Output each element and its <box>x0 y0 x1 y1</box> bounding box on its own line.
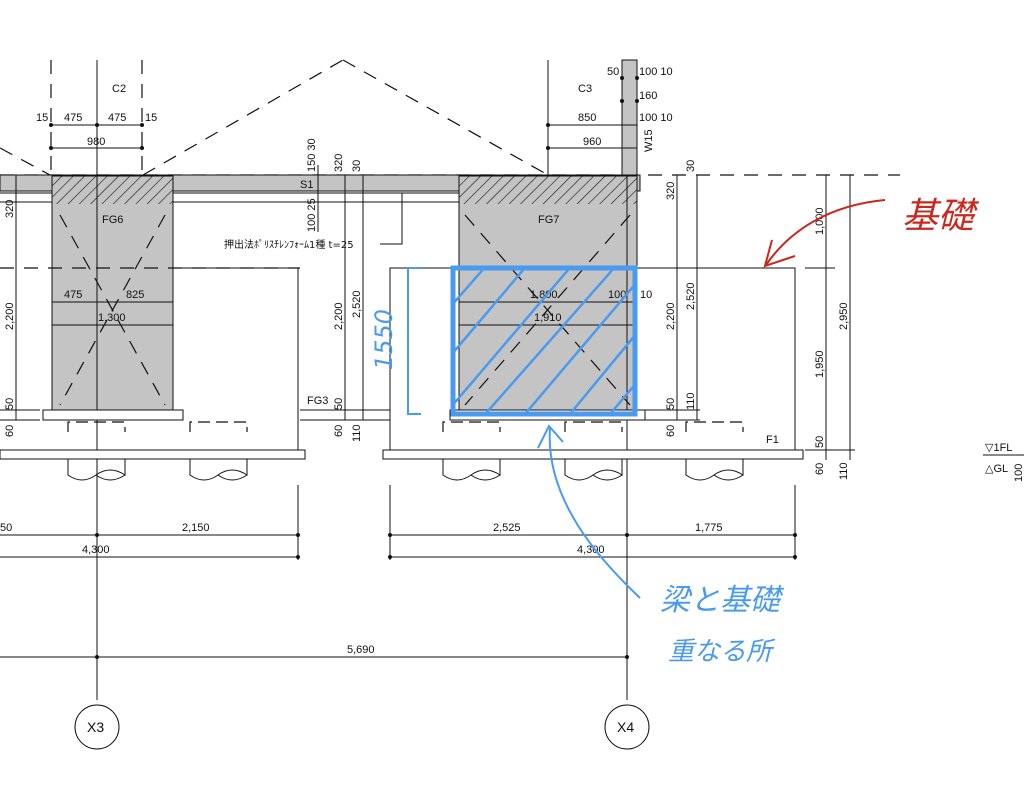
dim-label: 4,300 <box>82 544 110 556</box>
dim-label: 475 <box>64 112 82 124</box>
dim-label: 100 25 <box>306 198 318 232</box>
dim-label: 1,775 <box>695 522 723 534</box>
column-label-c3: C3 <box>578 83 592 95</box>
column-label-c2: C2 <box>112 83 126 95</box>
handwritten-dimension: 1550 <box>370 309 398 370</box>
dim-label: 110 <box>838 462 850 480</box>
dim-label: 150 30 <box>306 138 318 172</box>
dim-label: 2,150 <box>182 522 210 534</box>
dim-label: 2,525 <box>493 522 521 534</box>
beam-label-fg6: FG6 <box>102 214 123 226</box>
dim-label: 30 <box>685 160 697 172</box>
dim-label: 110 <box>351 424 363 442</box>
dim-label: 2,520 <box>685 282 697 310</box>
dim-label: 1,300 <box>98 312 126 324</box>
red-arrow-icon <box>765 199 886 266</box>
dim-label: 2,200 <box>665 302 677 330</box>
dim-label: 850 <box>578 112 596 124</box>
dim-label: 15 <box>145 112 157 124</box>
dim-label: 475 <box>64 289 82 301</box>
wall-label-w15: W15 <box>643 129 655 152</box>
dim-label: 15 <box>36 112 48 124</box>
dim-label: 60 <box>665 425 677 437</box>
handwritten-note-foundation: 基礎 <box>902 196 980 237</box>
dim-label: 50 <box>665 398 677 410</box>
dim-label: 50 <box>333 398 345 410</box>
beam-fg7: FG7 1,800 100 10 1,910 <box>449 175 652 700</box>
dim-label: 100 <box>608 289 626 301</box>
beam-label-fg7: FG7 <box>538 214 559 226</box>
dim-label: 320 <box>333 154 345 172</box>
dim-label: 60 <box>4 425 16 437</box>
dim-label: 10 <box>640 289 652 301</box>
dim-label: 50 <box>814 436 826 448</box>
grid-label-x4: X4 <box>617 719 634 735</box>
dim-label: 980 <box>87 136 105 148</box>
dim-label: 1,910 <box>534 312 562 324</box>
dim-label: 60 <box>333 425 345 437</box>
column-c3: C3 50 100 10 160 100 10 850 960 W15 <box>546 59 673 176</box>
blue-arrow-icon <box>548 427 641 599</box>
grid-bubble-x4: X4 <box>604 704 650 750</box>
dim-label: 960 <box>583 136 601 148</box>
beam-label-fg3: FG3 <box>307 395 328 407</box>
dim-label: 50 <box>4 398 16 410</box>
dim-label: 2,520 <box>351 290 363 318</box>
beam-fg6: FG6 475 825 1,300 <box>0 60 300 700</box>
dim-label: 320 <box>665 182 677 200</box>
horizontal-dimensions: 50 2,150 4,300 2,525 1,775 4,300 5,690 <box>0 485 797 659</box>
dim-label: 50 <box>607 66 619 78</box>
grid-label-x3: X3 <box>87 719 104 735</box>
dim-label: 2,200 <box>4 302 16 330</box>
dim-label: 4,300 <box>577 544 605 556</box>
dim-label: 100 <box>1013 464 1024 482</box>
foundation-outlines: FG3 F1 <box>0 267 804 460</box>
level-1fl: ▽1FL <box>985 442 1012 454</box>
piles <box>67 459 744 481</box>
foundation-annotation: 基礎 <box>763 196 980 268</box>
dim-label: 2,950 <box>838 302 850 330</box>
dim-label: 110 <box>685 392 697 410</box>
column-c2: C2 15 475 475 15 980 <box>36 60 157 175</box>
dim-label: 475 <box>108 112 126 124</box>
dim-label: 1,000 <box>814 207 826 235</box>
level-gl: △GL <box>985 463 1008 475</box>
dim-label: 60 <box>814 463 826 475</box>
grid-bubble-x3: X3 <box>74 704 120 750</box>
handwritten-note-overlap: 梁と基礎 <box>660 583 785 618</box>
footing-label-f1: F1 <box>766 434 779 446</box>
insulation-note: 押出法ﾎﾟﾘｽﾁﾚﾝﾌｫｰﾑ1種 t=25 <box>224 238 354 251</box>
dim-label: 320 <box>4 200 16 218</box>
slab-label-s1: S1 <box>300 179 313 191</box>
dim-label: 100 10 <box>639 112 673 124</box>
dim-label: 5,690 <box>347 644 375 656</box>
level-marks: ▽1FL △GL 100 <box>983 442 1024 482</box>
dim-label: 1,950 <box>814 350 826 378</box>
dim-label: 825 <box>126 289 144 301</box>
dim-label: 30 <box>351 160 363 172</box>
dim-label: 50 <box>0 522 12 534</box>
dim-label: 100 10 <box>639 66 673 78</box>
overlap-highlight: 1550 梁と基礎 重なる所 <box>370 265 785 667</box>
roof-outline-dashed <box>0 59 900 176</box>
vertical-dimensions: 320 2,200 50 60 150 30 320 30 100 25 2,2… <box>4 138 855 480</box>
dim-label: 160 <box>639 90 657 102</box>
handwritten-note-overlap-line2: 重なる所 <box>668 637 776 667</box>
dim-label: 2,200 <box>333 302 345 330</box>
